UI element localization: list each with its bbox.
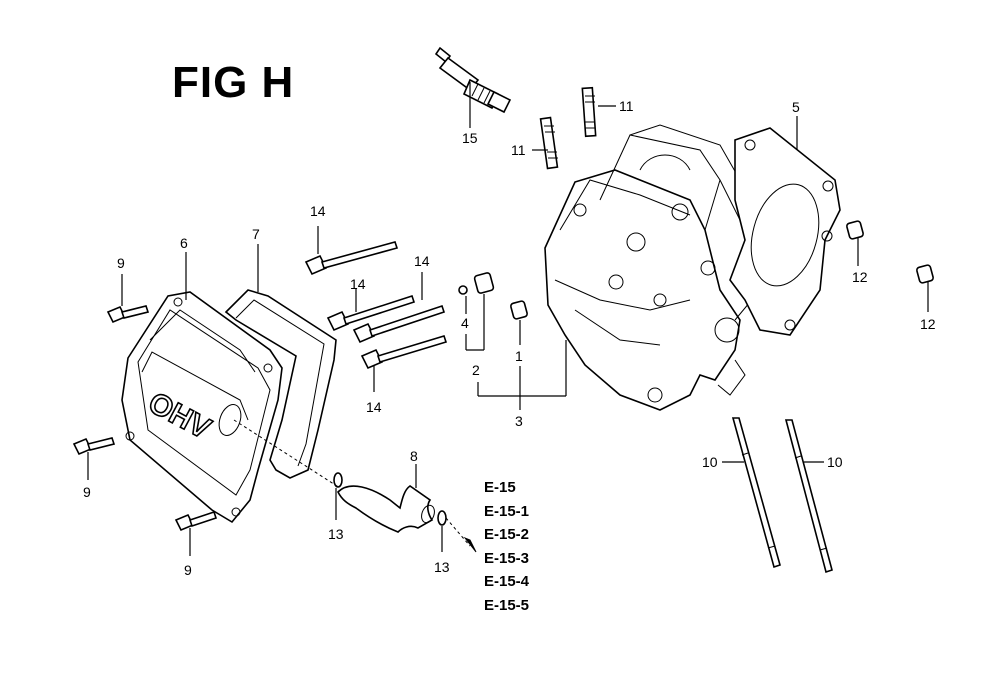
stud-11-upper bbox=[581, 86, 597, 138]
dowel-pin-12a bbox=[846, 220, 864, 240]
callout-13b: 13 bbox=[434, 559, 450, 575]
callout-9a: 9 bbox=[117, 255, 125, 271]
breather-tube bbox=[337, 485, 435, 533]
callout-8: 8 bbox=[410, 448, 418, 464]
callout-9b: 9 bbox=[83, 484, 91, 500]
clamp-13a bbox=[333, 472, 343, 488]
callout-14b: 14 bbox=[350, 276, 366, 292]
figure-title: FIG H bbox=[172, 58, 295, 107]
callout-14c: 14 bbox=[414, 253, 430, 269]
callout-2: 2 bbox=[472, 362, 480, 378]
reference-e15-1: E-15-1 bbox=[484, 503, 530, 520]
bolt-14c bbox=[352, 304, 446, 344]
callout-1: 1 bbox=[515, 348, 523, 364]
stud-10-right bbox=[784, 419, 833, 574]
callout-14d: 14 bbox=[366, 399, 382, 415]
dowel-pin-12b bbox=[916, 264, 934, 284]
reference-e15-3: E-15-3 bbox=[484, 550, 530, 567]
reference-e15-5: E-15-5 bbox=[484, 597, 530, 614]
head-gasket bbox=[729, 127, 841, 336]
callout-4: 4 bbox=[461, 315, 469, 331]
callout-3: 3 bbox=[515, 413, 523, 429]
arrow-icon bbox=[463, 536, 477, 553]
bolt-14a bbox=[304, 241, 399, 276]
clip-4 bbox=[458, 285, 468, 295]
callout-12b: 12 bbox=[920, 316, 936, 332]
stud-10-left bbox=[731, 417, 781, 569]
callout-15: 15 bbox=[462, 130, 478, 146]
callout-9c: 9 bbox=[184, 562, 192, 578]
callout-10-right: 10 bbox=[827, 454, 843, 470]
spark-plug bbox=[434, 46, 512, 114]
clamp-13b bbox=[437, 510, 447, 526]
callout-14a: 14 bbox=[310, 203, 326, 219]
bolt-9a bbox=[106, 305, 150, 324]
reference-e15-2: E-15-2 bbox=[484, 526, 530, 543]
callout-6: 6 bbox=[180, 235, 188, 251]
bolt-9c bbox=[174, 510, 218, 532]
reference-e15: E-15 bbox=[484, 479, 516, 496]
bolt-14d bbox=[360, 335, 448, 370]
callout-11-lower: 11 bbox=[511, 142, 526, 158]
valve-seat-1 bbox=[510, 300, 528, 320]
stud-11-lower bbox=[539, 116, 559, 170]
bolt-14b bbox=[326, 294, 416, 332]
callout-5: 5 bbox=[792, 99, 800, 115]
bolt-9b bbox=[72, 437, 116, 456]
head-cover bbox=[121, 291, 283, 524]
callout-7: 7 bbox=[252, 226, 260, 242]
cylinder-head bbox=[544, 124, 761, 411]
cover-gasket bbox=[224, 289, 337, 479]
callout-11-upper: 11 bbox=[619, 98, 634, 114]
callout-10-left: 10 bbox=[702, 454, 718, 470]
reference-e15-4: E-15-4 bbox=[484, 573, 530, 590]
callout-12a: 12 bbox=[852, 269, 868, 285]
valve-guide-2 bbox=[473, 272, 495, 294]
callout-13a: 13 bbox=[328, 526, 344, 542]
